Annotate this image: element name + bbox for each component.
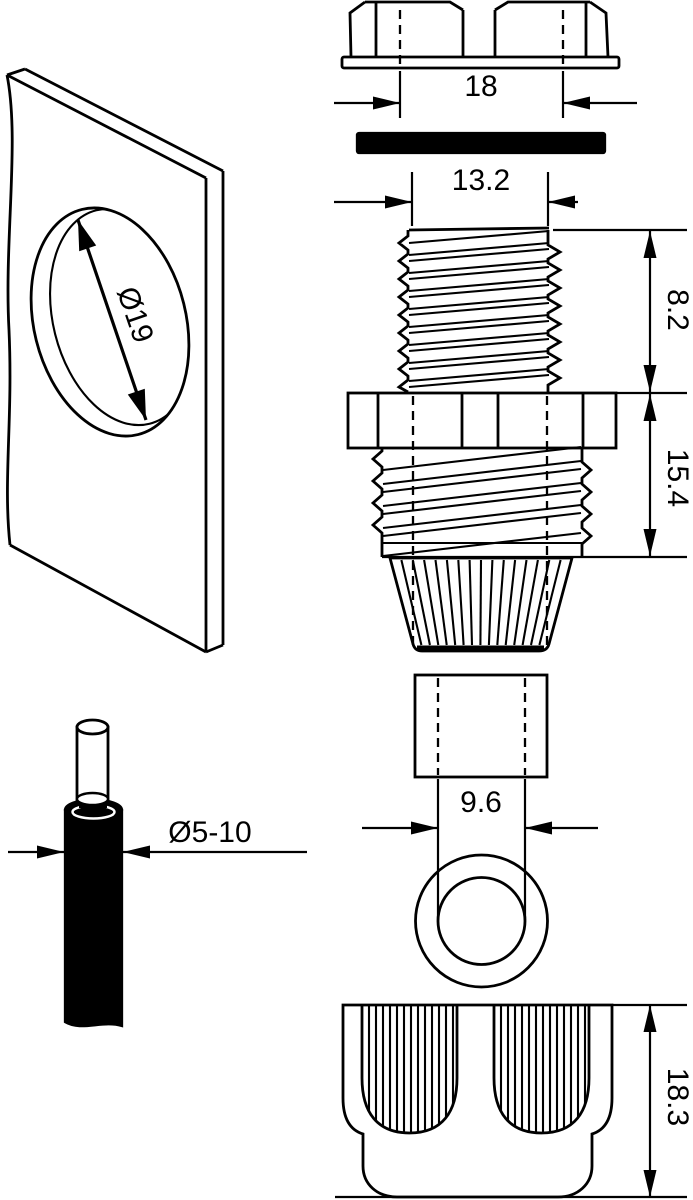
- arrowhead: [643, 365, 657, 392]
- cap-flute-recess: [360, 1005, 459, 1135]
- dim-locknut-width: 18: [334, 70, 637, 118]
- cable-jacket: [63, 808, 124, 1028]
- panel-broken-edge: [5, 74, 14, 546]
- arrowhead: [385, 195, 412, 209]
- flat-gasket: [355, 131, 607, 155]
- seal-insert: [413, 673, 549, 779]
- arrowhead: [411, 821, 438, 835]
- dim-cable-diameter-range: Ø5-10: [8, 816, 307, 859]
- clamp-collet: [388, 556, 574, 653]
- arrowhead: [123, 845, 150, 859]
- locknut-flange: [340, 55, 621, 70]
- collet-flutes: [400, 559, 562, 646]
- dim-label-seal-insert-bore: 9.6: [460, 786, 502, 819]
- dim-seal-insert-bore: 9.6: [362, 779, 598, 920]
- upper-thread-helix-lines: [408, 229, 550, 389]
- dim-label-upper-thread-diameter: 13.2: [452, 164, 510, 197]
- mounting-panel: Ø19: [5, 67, 225, 654]
- arrowhead: [525, 821, 552, 835]
- lower-thread-helix-lines: [382, 445, 582, 558]
- arrowhead: [373, 96, 400, 110]
- arrowhead: [643, 529, 657, 556]
- cable: [63, 718, 124, 1028]
- arrowhead: [643, 231, 657, 258]
- arrowhead: [78, 220, 97, 252]
- arrowhead: [563, 96, 590, 110]
- arrowhead: [127, 388, 146, 420]
- dim-label-locknut-width: 18: [464, 70, 497, 103]
- arrowhead: [643, 394, 657, 421]
- dim-label-cap-height: 18.3: [661, 1068, 693, 1126]
- dim-upper-thread-length: 8.2: [553, 228, 693, 392]
- gland-body: [346, 226, 618, 653]
- arrowhead: [643, 1005, 657, 1032]
- dim-label-upper-thread-length: 8.2: [661, 289, 693, 331]
- dome-cap: [341, 1003, 614, 1199]
- cap-flutes-left: [367, 1006, 455, 1133]
- o-ring: [414, 853, 549, 989]
- dim-body-thread-length: 15.4: [382, 391, 693, 559]
- dim-label-cable-diameter-range: Ø5-10: [168, 816, 251, 849]
- arrowhead: [643, 1170, 657, 1197]
- dim-cap-height: 18.3: [335, 1003, 693, 1199]
- dim-panel-hole: Ø19: [76, 219, 160, 421]
- hex-flange: [346, 391, 618, 450]
- locknut: [340, 0, 621, 70]
- arrowhead: [548, 195, 575, 209]
- lower-thread: [370, 445, 594, 558]
- upper-thread: [396, 226, 563, 394]
- dim-label-body-thread-length: 15.4: [661, 449, 693, 507]
- cap-flute-recess: [492, 1005, 591, 1135]
- cap-flutes-right: [499, 1006, 587, 1133]
- arrowhead: [37, 845, 64, 859]
- dim-upper-thread-diameter: 13.2: [334, 164, 578, 226]
